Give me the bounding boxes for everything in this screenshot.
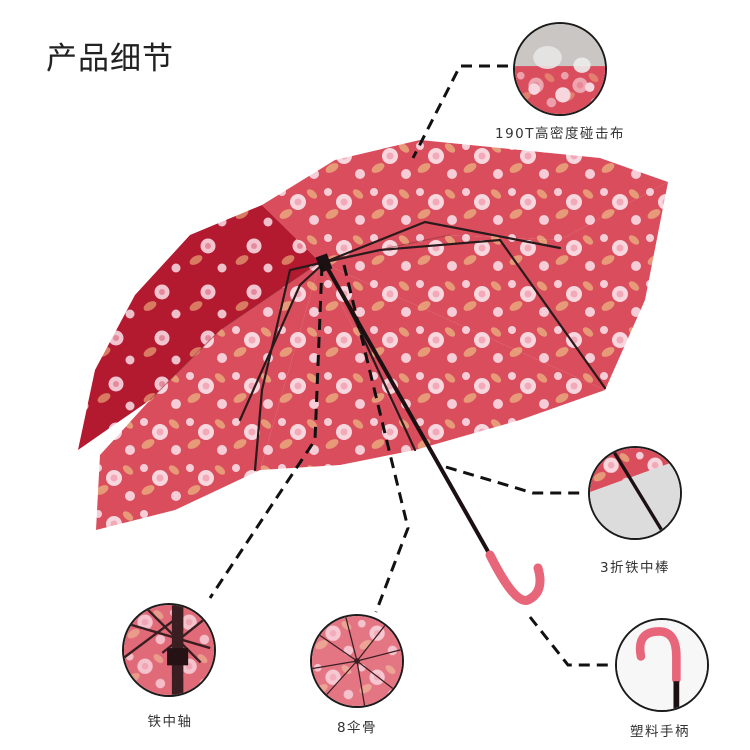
water-drop-fabric-icon <box>515 24 605 114</box>
center-axis-icon <box>124 605 214 695</box>
center-axis-label: 铁中轴 <box>147 714 193 730</box>
ribs-icon <box>312 616 402 706</box>
shaft-icon <box>590 448 680 538</box>
fabric-label: 190T高密度碰击布 <box>494 126 626 142</box>
page-title: 产品细节 <box>46 41 174 77</box>
ribs-detail-circle <box>310 614 404 708</box>
handle-label: 塑料手柄 <box>630 724 690 740</box>
shaft-label: 3折铁中棒 <box>599 560 671 576</box>
handle-detail-circle <box>615 618 709 712</box>
shaft-detail-circle <box>588 446 682 540</box>
ribs-label: 8伞骨 <box>336 720 378 736</box>
fabric-detail-circle <box>513 22 607 116</box>
center-axis-detail-circle <box>122 603 216 697</box>
hook-handle-icon <box>617 620 707 710</box>
